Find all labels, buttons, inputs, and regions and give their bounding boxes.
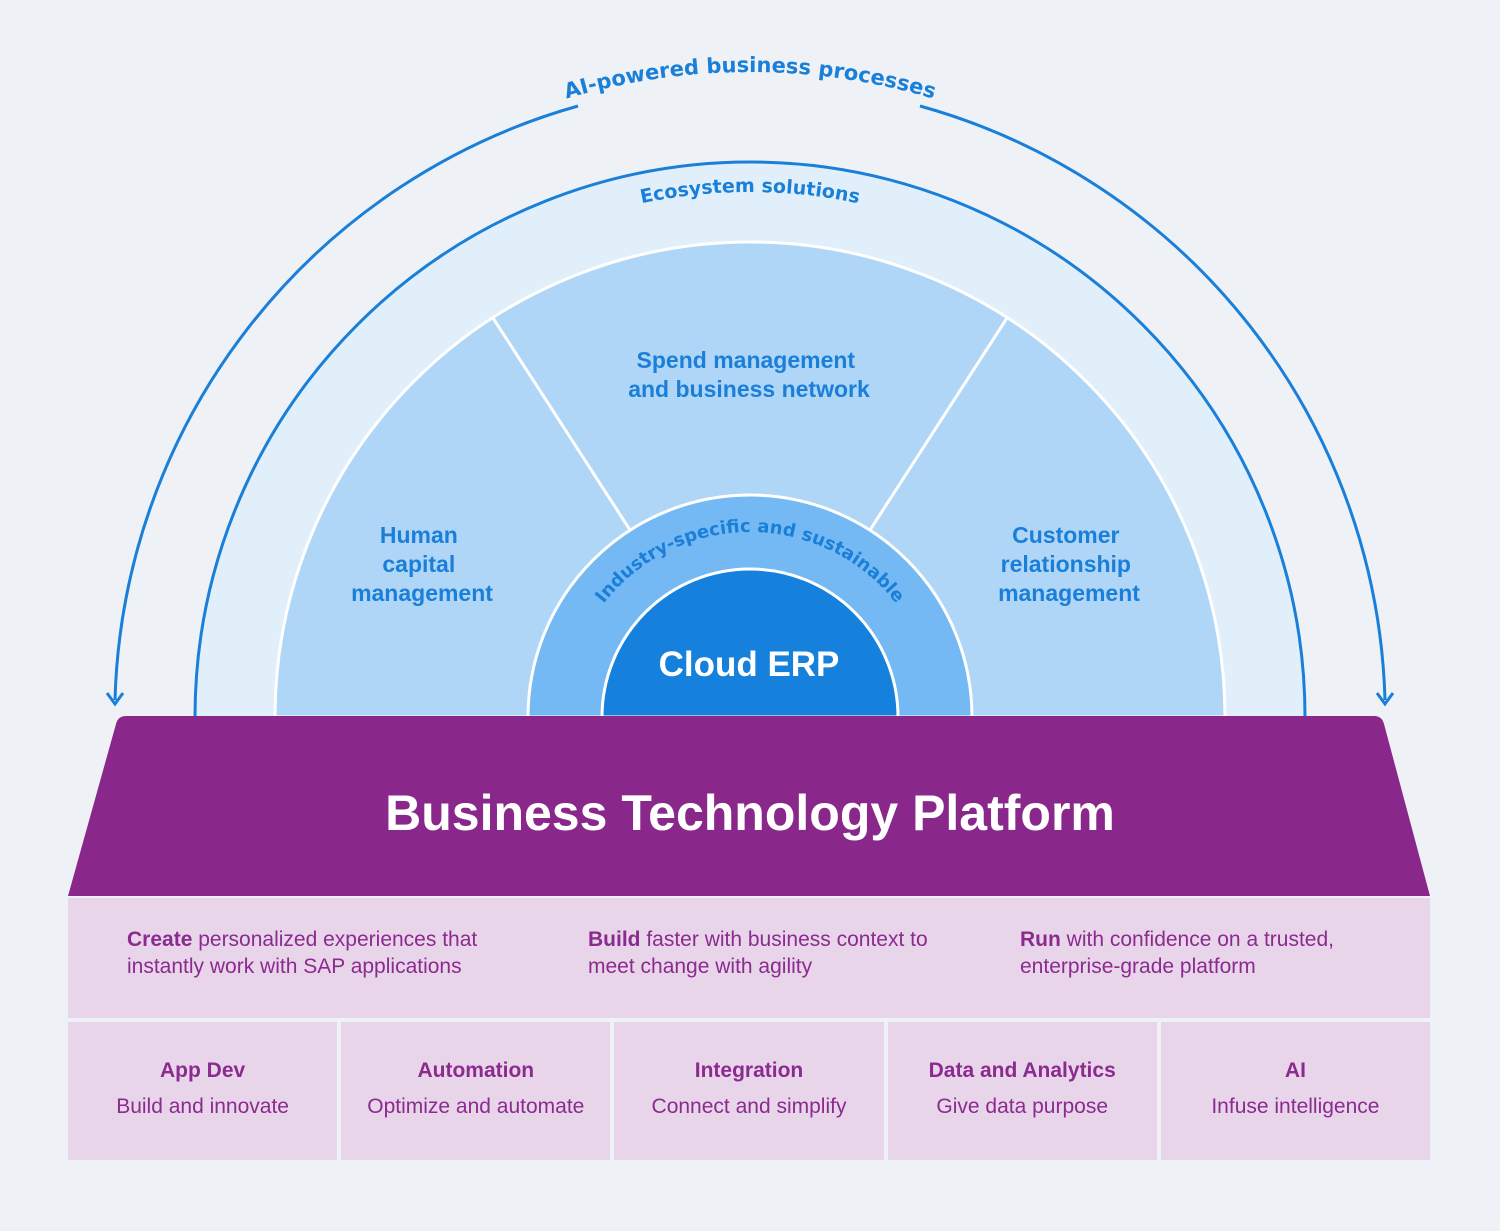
capability-data-analytics: Data and Analytics Give data purpose [887,1022,1157,1160]
ai-process-label: AI-powered business processes [561,53,939,104]
sector-divider [491,317,632,531]
sector-divider [868,317,1009,531]
capability-title: Automation [417,1059,535,1082]
capability-subtitle: Give data purpose [936,1095,1109,1118]
platform-banner [68,716,1430,896]
capability-app-dev: App Dev Build and innovate [68,1022,338,1160]
capability-subtitle: Optimize and automate [367,1095,585,1118]
capability-title: Integration [694,1059,804,1082]
capability-subtitle: Infuse intelligence [1211,1095,1380,1118]
arrow-down-icon [105,692,125,707]
capability-subtitle: Connect and simplify [651,1095,847,1118]
value-prop-text: faster with business context to meet cha… [588,928,928,978]
value-prop-keyword: Build [588,928,641,951]
capability-title: App Dev [160,1059,246,1082]
arrow-down-icon [1375,692,1395,707]
value-prop-create: Create personalized experiences that ins… [127,926,547,980]
value-prop-run: Run with confidence on a trusted, enterp… [1020,926,1390,980]
capability-subtitle: Build and innovate [116,1095,289,1118]
value-prop-build: Build faster with business context to me… [588,926,968,980]
value-prop-keyword: Create [127,928,193,951]
capability-title: Data and Analytics [928,1059,1116,1082]
ai-process-arc-right [919,104,1387,701]
cloud-erp-core [600,567,900,719]
sector-hcm: Human capital management [351,522,493,606]
platform-title: Business Technology Platform [385,785,1115,841]
value-prop-text: with confidence on a trusted, enterprise… [1020,928,1334,978]
lob-sectors [273,240,1227,719]
capability-integration: Integration Connect and simplify [614,1022,884,1160]
sector-crm: Customer relationship management [998,522,1140,606]
capability-title: AI [1284,1059,1306,1082]
ai-process-arc-left [113,104,579,701]
capability-automation: Automation Optimize and automate [341,1022,611,1160]
value-prop-text: personalized experiences that instantly … [127,928,478,978]
capability-ai: AI Infuse intelligence [1160,1022,1431,1160]
cloud-erp-label: Cloud ERP [659,645,840,684]
sector-spend: Spend management and business network [628,347,870,402]
value-prop-keyword: Run [1020,928,1061,951]
value-propositions: Create personalized experiences that ins… [68,898,1430,1018]
ecosystem-border [193,160,1307,718]
capabilities-row: App Dev Build and innovate Automation Op… [68,1022,1431,1160]
